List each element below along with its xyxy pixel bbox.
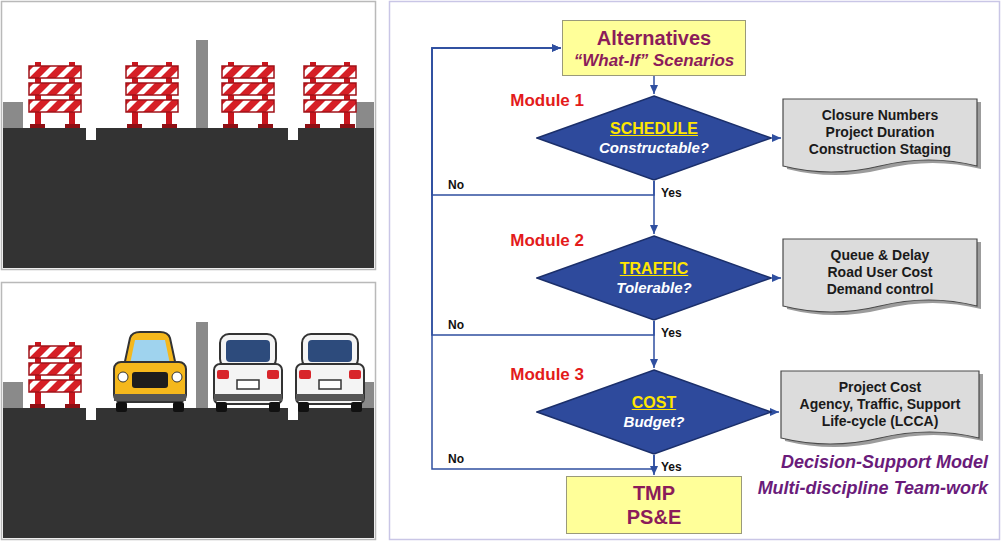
module-label: Module 1 — [510, 91, 584, 111]
process-box: Alternatives“What-If” Scenarios — [562, 20, 747, 76]
decision-question: Tolerable? — [616, 278, 691, 297]
box-text: PS&E — [627, 505, 681, 529]
output-item: Project Cost — [839, 379, 921, 396]
output-item: Construction Staging — [809, 141, 951, 158]
output-item: Demand control — [827, 281, 934, 298]
caption-note: Multi-discipline Team-work — [758, 478, 988, 499]
document-shape: Queue & DelayRoad User CostDemand contro… — [782, 238, 978, 318]
output-item: Agency, Traffic, Support — [800, 396, 961, 413]
edge-label: No — [446, 452, 466, 466]
document-shape: Project CostAgency, Traffic, SupportLife… — [780, 370, 980, 450]
edge-label: Yes — [659, 186, 684, 200]
decision-heading: SCHEDULE — [610, 119, 698, 138]
flow-arrow — [653, 76, 655, 94]
output-item: Project Duration — [826, 124, 935, 141]
decision-heading: TRAFFIC — [620, 259, 688, 278]
decision-question: Budget? — [624, 412, 685, 431]
decision-heading: COST — [632, 393, 676, 412]
output-item: Queue & Delay — [831, 247, 930, 264]
module-label: Module 3 — [510, 365, 584, 385]
flow-arrow — [772, 277, 781, 279]
edge-label: Yes — [659, 326, 684, 340]
decision-diamond: Module 2TRAFFICTolerable? — [536, 235, 772, 321]
box-text: Alternatives — [597, 26, 712, 50]
flow-arrow — [772, 137, 781, 139]
document-shape: Closure NumbersProject DurationConstruct… — [782, 98, 978, 178]
edge-label: No — [446, 178, 466, 192]
decision-question: Constructable? — [599, 138, 709, 157]
module-label: Module 2 — [510, 231, 584, 251]
flow-arrow — [772, 411, 779, 413]
output-item: Road User Cost — [827, 264, 932, 281]
box-text: “What-If” Scenarios — [574, 50, 735, 71]
output-item: Closure Numbers — [822, 107, 939, 124]
process-box: TMPPS&E — [566, 476, 742, 534]
box-text: TMP — [633, 481, 675, 505]
decision-diamond: Module 1SCHEDULEConstructable? — [536, 95, 772, 181]
edge-label: No — [446, 318, 466, 332]
edge-label: Yes — [659, 460, 684, 474]
caption-note: Decision-Support Model — [781, 452, 988, 473]
decision-diamond: Module 3COSTBudget? — [536, 369, 772, 455]
output-item: Life-cycle (LCCA) — [822, 413, 939, 430]
